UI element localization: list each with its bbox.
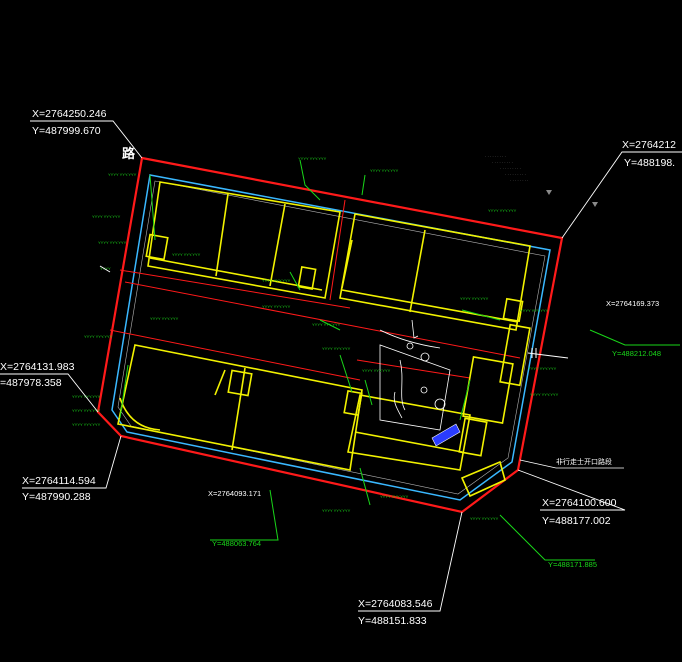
svg-text:· · · · · · · · ·: · · · · · · · · · xyxy=(505,172,526,177)
setback-line-inner xyxy=(117,180,546,495)
coord-left-x: X=2764131.983 xyxy=(0,361,75,373)
svg-text:· · · · · · · ·: · · · · · · · · xyxy=(510,178,528,183)
coord-bottom-y: Y=488151.833 xyxy=(358,615,427,627)
svg-text:YYYY YYY.YYY: YYYY YYY.YYY xyxy=(528,366,557,371)
coord-bottom-right-y: Y=488177.002 xyxy=(542,515,611,527)
svg-text:YYYY YYY.YYY: YYYY YYY.YYY xyxy=(488,208,517,213)
coord-right-mid-x: X=2764169.373 xyxy=(606,299,659,308)
gate-label: 非行走士开口路段 xyxy=(556,457,612,466)
coord-bottom-left-x: X=2764114.594 xyxy=(22,475,96,487)
coord-right-mid-y: Y=488212.048 xyxy=(612,349,661,358)
svg-text:· · · · · · · · ·: · · · · · · · · · xyxy=(492,160,513,165)
setback-line xyxy=(111,174,551,501)
coord-bottom-x: X=2764083.546 xyxy=(358,598,433,610)
coord-bottom-right-x: X=2764100.600 xyxy=(542,497,617,509)
svg-text:YYYY YYY.YYY: YYYY YYY.YYY xyxy=(262,304,291,309)
svg-text:YYYY YYY.YYY: YYYY YYY.YYY xyxy=(98,240,127,245)
entrance-marker xyxy=(431,423,461,447)
svg-text:· · · · · · · · ·: · · · · · · · · · xyxy=(500,166,521,171)
coord-top-left-y: Y=487999.670 xyxy=(32,125,101,137)
coordinate-labels: X=2764250.246 Y=487999.670 X=2764212 Y=4… xyxy=(0,108,676,627)
svg-text:YYYY: YYYY xyxy=(100,266,111,271)
svg-text:YYYY YYY.YYY: YYYY YYY.YYY xyxy=(322,346,351,351)
svg-text:YYYY YYY.YYY: YYYY YYY.YYY xyxy=(108,172,137,177)
svg-text:YYYY YYY.YYY: YYYY YYY.YYY xyxy=(72,422,101,427)
site-details xyxy=(379,319,451,431)
svg-text:YYYY YYY.YYY: YYYY YYY.YYY xyxy=(370,168,399,173)
road-label: 路 xyxy=(122,146,136,161)
small-coordinate-labels: X=2764169.373 Y=488212.048 X=2764093.171… xyxy=(208,299,661,569)
svg-text:YYYY YYY.YYY: YYYY YYY.YYY xyxy=(72,408,101,413)
leader-lines xyxy=(0,120,682,612)
svg-text:YYYY YYY.YYY: YYYY YYY.YYY xyxy=(380,494,409,499)
coord-top-right-y: Y=488198. xyxy=(624,157,675,169)
svg-text:YYYY YYY.YYY: YYYY YYY.YYY xyxy=(362,368,391,373)
coord-top-left-x: X=2764250.246 xyxy=(32,108,107,120)
coord-left-y: =487978.358 xyxy=(0,377,62,389)
svg-text:YYYY YYY.YYY: YYYY YYY.YYY xyxy=(460,296,489,301)
svg-text:YYYY YYY.YYY: YYYY YYY.YYY xyxy=(312,322,341,327)
coord-bottom-left-y: Y=487990.288 xyxy=(22,491,91,503)
svg-text:YYYY YYY.YYY: YYYY YYY.YYY xyxy=(520,308,549,313)
green-utility-lines xyxy=(119,159,680,561)
internal-red-lines xyxy=(109,199,521,381)
svg-text:YYYY YYY.YYY: YYYY YYY.YYY xyxy=(262,278,291,283)
coord-br-green-y: Y=488171.885 xyxy=(548,560,597,569)
buildings xyxy=(117,181,531,498)
svg-text:YYYY YYY.YYY: YYYY YYY.YYY xyxy=(530,392,559,397)
svg-text:YYYY YYY.YYY: YYYY YYY.YYY xyxy=(84,334,113,339)
coord-center-y: Y=488063.764 xyxy=(212,539,261,548)
gray-note-cluster: · · · · · · · · · · · · · · · · · · · · … xyxy=(485,154,598,207)
svg-text:YYYY YYY.YYY: YYYY YYY.YYY xyxy=(298,156,327,161)
svg-text:· · · · · · · · ·: · · · · · · · · · xyxy=(485,154,506,159)
coord-top-right-x: X=2764212 xyxy=(622,139,676,151)
gate-leader xyxy=(519,459,557,469)
coord-center-x: X=2764093.171 xyxy=(208,489,261,498)
svg-text:YYYY YYY.YYY: YYYY YYY.YYY xyxy=(172,252,201,257)
svg-text:YYYY YYY.YYY: YYYY YYY.YYY xyxy=(92,214,121,219)
svg-text:YYYY YYY.YYY: YYYY YYY.YYY xyxy=(470,516,499,521)
entry-gate-symbol xyxy=(99,265,569,359)
svg-text:YYYY YYY.YYY: YYYY YYY.YYY xyxy=(322,508,351,513)
svg-text:YYYY YYY.YYY: YYYY YYY.YYY xyxy=(150,316,179,321)
